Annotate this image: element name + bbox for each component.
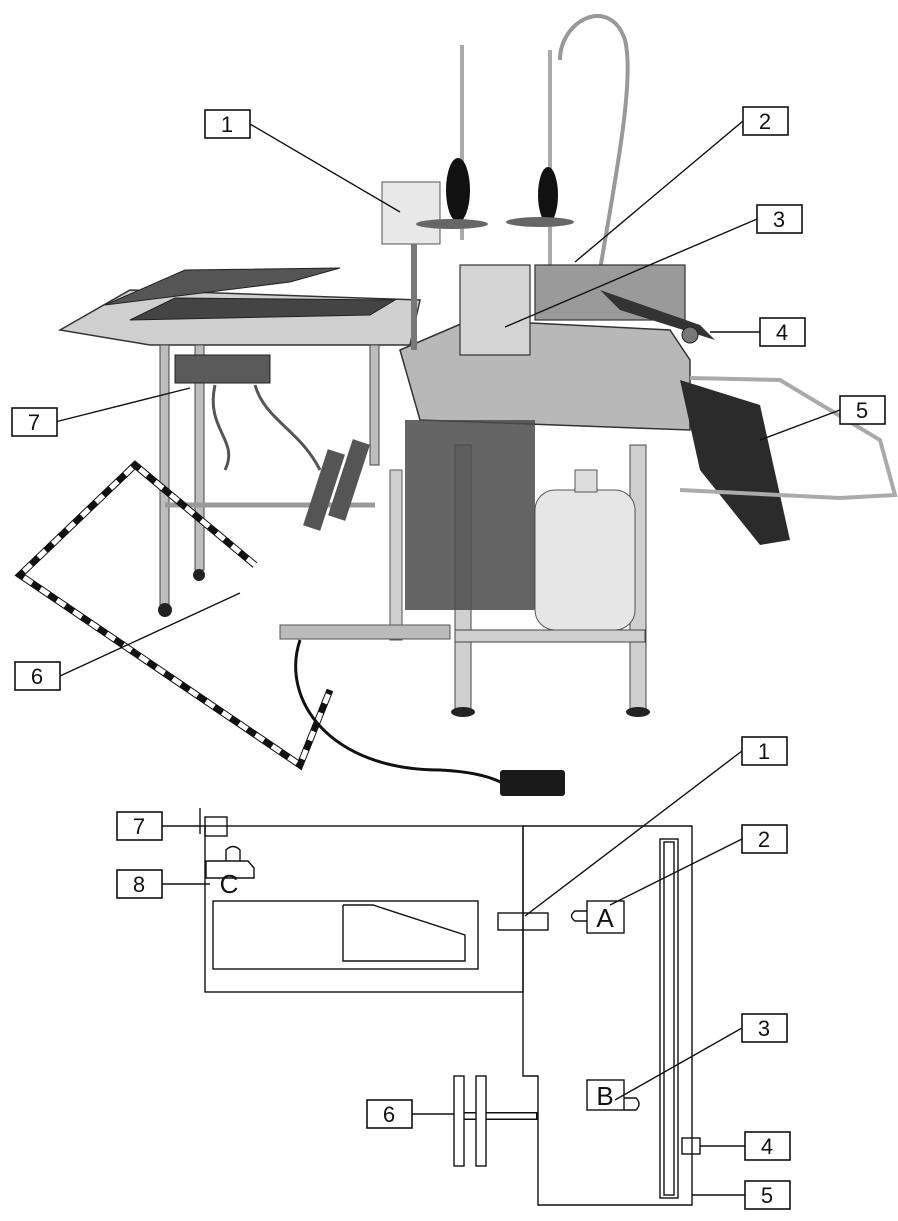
schematic-callout-7-label: 7	[133, 814, 145, 839]
left-leg-1	[159, 344, 170, 606]
schematic-callout-3-label: 3	[758, 1016, 770, 1041]
left-control-box	[174, 354, 271, 384]
schematic-letter-c: C	[220, 869, 239, 899]
schematic-letter-b: B	[596, 1081, 613, 1111]
photo-callout-6: 6	[14, 661, 61, 691]
schematic-letter-a: A	[596, 903, 614, 933]
schematic-long-rail	[659, 838, 679, 1199]
overhead-tube	[558, 14, 630, 271]
caster-wheel-1	[158, 603, 172, 617]
bottle	[534, 489, 636, 631]
schematic-main-body	[522, 825, 693, 1206]
schematic-callout-3: 3	[741, 1013, 788, 1043]
schematic-callout-4-label: 4	[761, 1134, 773, 1159]
pneumatic-assembly	[279, 439, 451, 641]
schematic-box-c-nub	[225, 845, 241, 861]
leader-s3	[614, 1027, 743, 1101]
stand-crossbar	[454, 629, 646, 643]
schematic-rail-slot	[663, 841, 675, 1196]
schematic-leaders	[160, 750, 745, 1196]
photo-leaders	[54, 120, 841, 677]
schematic-callout-4: 4	[744, 1131, 791, 1161]
photo-callout-5: 5	[839, 395, 886, 425]
schematic-callout-8-label: 8	[133, 872, 145, 897]
striped-guard-frame	[14, 460, 334, 771]
photo-callout-3-label: 3	[773, 207, 785, 232]
photo-callout-3: 3	[756, 204, 803, 234]
spool-disc-2	[506, 217, 574, 227]
air-hose-left-2	[253, 384, 322, 471]
pedal-cable	[294, 639, 511, 790]
schematic-callout-5-label: 5	[761, 1183, 773, 1208]
schematic-callout-2-label: 2	[758, 827, 770, 852]
photo-callout-1-label: 1	[221, 112, 233, 137]
photo-callout-4: 4	[759, 317, 806, 347]
schematic-switch-4	[681, 1137, 701, 1155]
air-hose-left	[211, 384, 231, 471]
machine-photo	[14, 14, 898, 796]
sewing-head	[459, 264, 531, 356]
spool-disc-1	[416, 219, 488, 229]
striped-guard-stripes	[16, 461, 333, 769]
caster-wheel-2	[193, 569, 205, 581]
schematic-callout-5: 5	[744, 1180, 791, 1210]
bottle-neck	[574, 469, 598, 493]
leader-p6	[59, 592, 241, 677]
output-belt	[680, 380, 790, 545]
schematic-callout-1: 1	[741, 736, 788, 766]
schematic-left-table	[204, 825, 524, 993]
stacker-rail	[679, 376, 898, 501]
leader-p3	[504, 218, 758, 328]
schematic-wheel-6a	[453, 1075, 465, 1167]
stand-foot-1	[451, 707, 475, 717]
schematic-box-a	[586, 900, 625, 934]
schematic-callout-1-label: 1	[758, 739, 770, 764]
schematic-sensor-1	[497, 912, 549, 931]
schematic-box-c	[205, 860, 255, 879]
spool-1	[446, 158, 470, 222]
schematic-callout-2: 2	[741, 824, 788, 854]
head-knob	[681, 326, 699, 344]
stand-foot-2	[626, 707, 650, 717]
leader-p7	[54, 387, 191, 423]
left-leg-3	[369, 344, 380, 466]
schematic-callout-6: 6	[366, 1099, 413, 1129]
photo-callout-1: 1	[204, 109, 251, 139]
schematic-callout-8: 8	[116, 869, 163, 899]
schematic-box-a-nub	[570, 910, 587, 922]
right-rail-unit	[534, 264, 686, 321]
schematic-inner-plate	[212, 900, 479, 970]
schematic-wheel-6b	[475, 1075, 487, 1167]
photo-callout-2: 2	[742, 106, 789, 136]
schematic-callout-7: 7	[116, 811, 163, 841]
schematic: A B C	[199, 808, 701, 1206]
schematic-callout-6-label: 6	[383, 1102, 395, 1127]
spool-2	[538, 167, 558, 223]
photo-callout-5-label: 5	[856, 398, 868, 423]
leader-s2	[609, 838, 743, 906]
photo-callout-2-label: 2	[759, 109, 771, 134]
schematic-box-b-nub	[624, 1097, 640, 1111]
control-panel-box	[381, 181, 441, 245]
photo-callout-7: 7	[11, 407, 58, 437]
upper-guide-plate	[104, 267, 341, 306]
leader-s1	[524, 750, 743, 917]
schematic-fold-plate	[342, 904, 466, 962]
under-machinery	[405, 420, 535, 610]
leader-p1	[249, 123, 401, 213]
leader-p5	[759, 409, 841, 441]
photo-callout-7-label: 7	[28, 410, 40, 435]
foot-pedal	[500, 770, 565, 796]
leader-p2	[574, 120, 744, 263]
photo-callout-6-label: 6	[31, 664, 43, 689]
photo-callout-4-label: 4	[776, 320, 788, 345]
main-table	[399, 319, 691, 431]
middle-plate	[129, 297, 397, 321]
